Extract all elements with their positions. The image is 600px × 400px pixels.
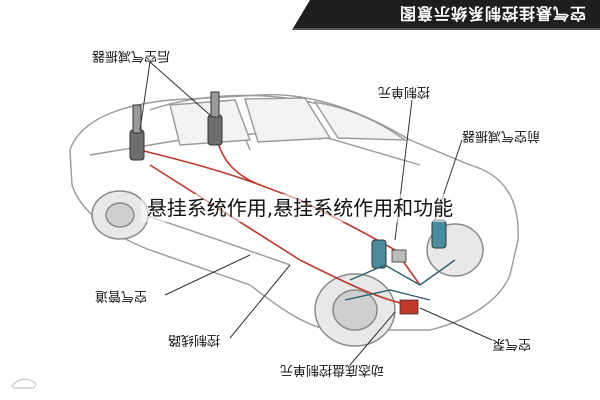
label-dynamic-chassis-unit: 动态底盘控制单元 [280,362,385,377]
wheels [91,190,484,347]
caption-overlay: 悬挂系统作用,悬挂系统作用和功能 [0,192,600,222]
rear-dampers [129,91,223,161]
rear-damper-left [129,129,145,161]
car-logo-icon [11,378,37,389]
air-pump-unit [399,299,419,315]
front-damper-left [371,239,387,269]
front-damper-right [431,219,447,249]
title-banner: 空气悬挂控制系统示意图 [292,0,600,30]
front-dampers [371,219,447,269]
label-air-pump: 空气泵 [492,336,532,351]
watermark-logo [8,372,94,394]
caption-text: 悬挂系统作用,悬挂系统作用和功能 [140,194,460,222]
label-air-pipe: 空气管道 [95,288,148,303]
label-control-unit: 控制单元 [378,84,431,99]
label-rear-damper: 后空气减振器 [92,48,171,63]
label-control-line: 控制线路 [168,332,221,347]
control-unit-box [391,249,407,263]
rear-damper-right [207,114,223,146]
front-axle-assembly [344,259,456,301]
label-front-damper: 前空气减振器 [462,128,541,143]
